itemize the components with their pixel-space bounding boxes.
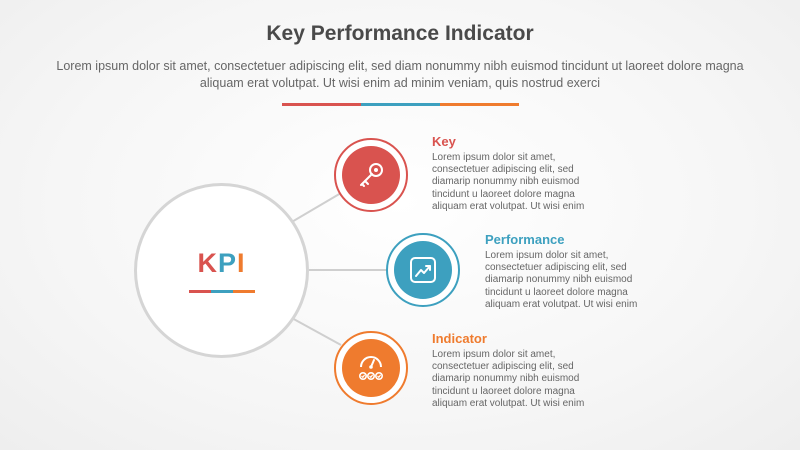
hub-underline-red: [189, 290, 211, 293]
performance-node: [386, 233, 460, 307]
connector-key: [289, 192, 342, 224]
kpi-hub-label: KPI: [137, 248, 306, 279]
item-title-indicator: Indicator: [432, 331, 487, 346]
hub-letter-i: I: [237, 248, 246, 278]
hub-underline-orange: [233, 290, 255, 293]
title-underline-red: [282, 103, 361, 106]
key-node: [334, 138, 408, 212]
hub-letter-p: P: [217, 248, 237, 278]
title-underline-orange: [440, 103, 519, 106]
kpi-hub-circle: KPI: [134, 183, 309, 358]
item-text-indicator: Lorem ipsum dolor sit amet, consectetuer…: [432, 349, 585, 409]
item-title-key: Key: [432, 134, 456, 149]
item-text-key: Lorem ipsum dolor sit amet, consectetuer…: [432, 152, 585, 212]
page-title: Key Performance Indicator: [266, 22, 534, 45]
hub-underline-blue: [211, 290, 233, 293]
gauge-checklist-icon: [358, 356, 383, 380]
page-subtitle: Lorem ipsum dolor sit amet, consectetuer…: [56, 59, 744, 90]
indicator-node: [334, 331, 408, 405]
item-text-performance: Lorem ipsum dolor sit amet, consectetuer…: [485, 250, 638, 310]
connector-indicator: [289, 316, 342, 346]
item-title-performance: Performance: [485, 232, 565, 247]
hub-letter-k: K: [197, 248, 218, 278]
key-icon: [360, 163, 383, 187]
title-underline-blue: [361, 103, 440, 106]
growth-chart-icon: [410, 257, 436, 283]
